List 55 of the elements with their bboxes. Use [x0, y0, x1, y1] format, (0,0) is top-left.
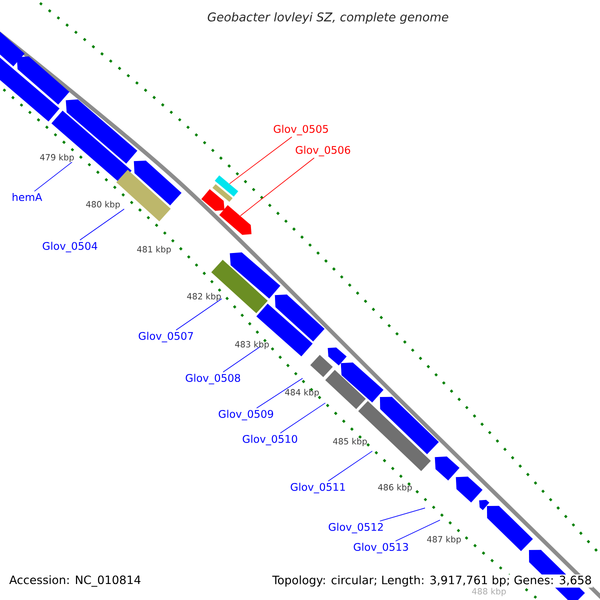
title: Geobacter lovleyi SZ, complete genome [208, 12, 448, 24]
leader-line [229, 136, 292, 184]
gene-label: Glov_0513 [354, 542, 408, 554]
gene-feature [380, 396, 439, 454]
leader-line [380, 508, 426, 522]
scale-label: 486 kbp [378, 484, 412, 492]
gene-label: Glov_0505 [274, 124, 328, 136]
scale-label: 488 kbp [472, 588, 506, 596]
scale-label: 481 kbp [137, 246, 171, 254]
leader-line [256, 378, 303, 408]
gene-feature [0, 56, 60, 122]
scale-label: 480 kbp [86, 200, 120, 210]
scale-label: 485 kbp [333, 438, 367, 446]
leader-line [80, 208, 124, 240]
gene-feature [16, 56, 70, 105]
scale-label: 483 kbp [235, 340, 269, 350]
leader-line [328, 450, 373, 482]
gene-feature [310, 354, 333, 378]
genome-info-text: Topology: circular; Length: 3,917,761 bp; Genes: 3,658 [271, 574, 593, 588]
gene-feature [230, 252, 280, 299]
gene-feature [274, 294, 325, 342]
scale-label: 482 kbp [187, 292, 221, 302]
gene-feature [340, 362, 384, 403]
scale-label: 479 kbp [40, 154, 74, 162]
leader-line [34, 162, 72, 192]
gene-feature [201, 189, 224, 211]
gene-label: Glov_0511 [290, 482, 345, 494]
gene-label: Glov_0506 [296, 146, 350, 156]
accession-text: Accession: NC_010814 [9, 575, 140, 587]
gene-feature [214, 175, 238, 197]
gene-feature [479, 500, 490, 510]
leader-line [222, 346, 262, 372]
gene-label: Glov_0507 [138, 332, 193, 342]
leader-line [280, 402, 326, 434]
gene-label: Glov_0512 [328, 522, 383, 534]
scale-label: 487 kbp [427, 536, 461, 544]
leader-line [240, 158, 315, 216]
leader-line [395, 520, 440, 542]
gene-label: Glov_0509 [218, 410, 274, 420]
leader-line [176, 298, 222, 330]
gene-label: Glov_0508 [186, 374, 240, 384]
gene-feature [0, 30, 25, 66]
gene-feature [434, 456, 460, 480]
gene-feature [325, 370, 366, 410]
gene-label: Glov_0510 [242, 434, 298, 446]
gene-feature [212, 184, 233, 202]
gene-feature [328, 347, 347, 366]
gene-feature [486, 506, 533, 552]
scale-label: 484 kbp [285, 388, 319, 398]
gene-feature [256, 304, 313, 356]
gene-feature [456, 476, 483, 502]
gene-feature [219, 205, 252, 235]
gene-feature [134, 160, 182, 206]
gene-label: Glov_0504 [42, 242, 98, 252]
gene-label: hemA [12, 192, 42, 202]
